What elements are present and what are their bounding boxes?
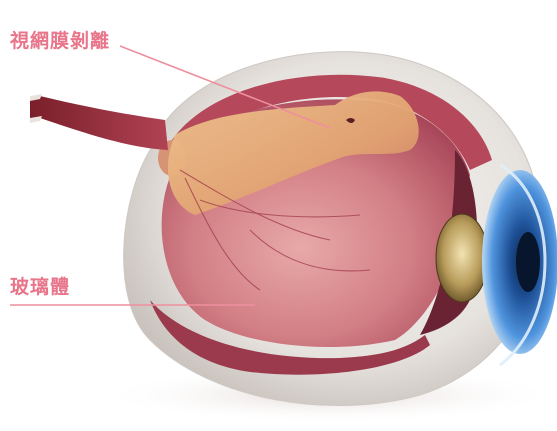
- lens: [436, 214, 488, 302]
- vitreous-body-label: 玻璃體: [10, 272, 70, 299]
- pupil: [516, 232, 540, 292]
- retinal-detachment-label: 視網膜剝離: [10, 26, 110, 53]
- optic-nerve: [30, 96, 168, 150]
